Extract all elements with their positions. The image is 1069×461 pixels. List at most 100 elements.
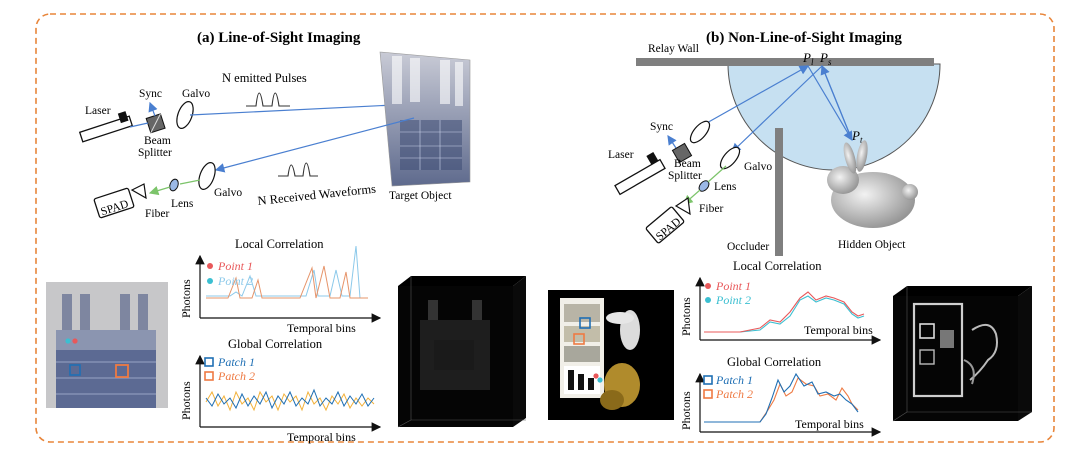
nlos-pt-label: Pt bbox=[851, 128, 863, 145]
los-lens-icon bbox=[169, 178, 179, 192]
los-local-chart bbox=[195, 245, 382, 323]
los-laser-icon bbox=[78, 111, 134, 143]
nlos-patch1-legend-box bbox=[703, 375, 713, 385]
los-emit-beam bbox=[129, 122, 149, 128]
los-galvo-bottom-icon bbox=[198, 162, 216, 190]
los-reconstruction-cube bbox=[397, 276, 526, 428]
nlos-beam-ps-pt bbox=[821, 65, 853, 141]
los-point2-legend-dot bbox=[207, 278, 213, 284]
nlos-galvo-top-icon bbox=[689, 120, 711, 144]
los-fiber-label: Fiber bbox=[145, 208, 169, 220]
los-local-ylabel: Photons bbox=[179, 279, 193, 318]
nlos-beam-label: Beam bbox=[674, 158, 701, 170]
los-target-object bbox=[379, 51, 471, 187]
los-spad-icon bbox=[93, 183, 147, 219]
nlos-point1-legend-dot bbox=[705, 283, 711, 289]
los-sync-arrow bbox=[148, 101, 158, 117]
los-local-xlabel: Temporal bins bbox=[287, 321, 356, 335]
los-emit-beam-2 bbox=[189, 99, 416, 116]
nlos-lens-label: Lens bbox=[714, 181, 737, 193]
los-target-label: Target Object bbox=[389, 190, 452, 202]
los-global-series-patch1 bbox=[205, 388, 375, 410]
nlos-hidden-object bbox=[827, 140, 918, 228]
nlos-ps-label: Ps bbox=[819, 50, 832, 67]
nlos-sync-label: Sync bbox=[650, 121, 673, 133]
nlos-pl-label: Pl bbox=[802, 50, 814, 67]
los-lens-label: Lens bbox=[171, 198, 194, 210]
nlos-local-title: Local Correlation bbox=[733, 259, 822, 273]
los-galvo-top-label: Galvo bbox=[182, 88, 210, 100]
nlos-local-series-point2 bbox=[704, 295, 865, 333]
los-green-arrow-2 bbox=[148, 185, 171, 196]
nlos-patch2-legend-box bbox=[703, 389, 713, 399]
nlos-photo-point1-marker bbox=[593, 373, 599, 379]
nlos-point1-legend: Point 1 bbox=[715, 279, 751, 293]
los-panel: (a) Line-of-Sight Imaging Laser Beam Spl… bbox=[46, 30, 526, 444]
los-local-title: Local Correlation bbox=[235, 237, 324, 251]
nlos-galvo-label: Galvo bbox=[744, 161, 772, 173]
nlos-galvo-bottom-icon bbox=[719, 146, 741, 170]
los-splitter-label: Splitter bbox=[138, 147, 172, 159]
los-received-waveforms bbox=[278, 162, 318, 177]
los-received-label: N Received Waveforms bbox=[257, 182, 377, 208]
los-return-beam bbox=[214, 117, 415, 173]
los-global-title: Global Correlation bbox=[228, 337, 323, 351]
los-patch2-legend: Patch 2 bbox=[217, 369, 255, 383]
los-local-series-point2 bbox=[206, 245, 368, 299]
nlos-photo-point2-marker bbox=[597, 377, 603, 383]
los-galvo-bottom-label: Galvo bbox=[214, 187, 242, 199]
nlos-patch1-legend: Patch 1 bbox=[715, 373, 753, 387]
nlos-fiber-label: Fiber bbox=[699, 203, 723, 215]
nlos-local-series-point1 bbox=[704, 291, 865, 333]
los-global-ylabel: Photons bbox=[179, 381, 193, 420]
nlos-global-xlabel: Temporal bins bbox=[795, 417, 864, 431]
nlos-panel: Relay Wall (b) Non-Line-of-Sight Imaging… bbox=[548, 30, 1032, 437]
nlos-beam-splitter-icon bbox=[671, 142, 693, 164]
los-emitted-pulses bbox=[246, 92, 290, 107]
nlos-global-series-patch1 bbox=[704, 372, 859, 423]
los-point1-legend-dot bbox=[207, 263, 213, 269]
nlos-sync-arrow bbox=[667, 135, 677, 149]
nlos-reconstruction-cube bbox=[892, 286, 1032, 422]
nlos-hidden-label: Hidden Object bbox=[838, 239, 906, 251]
los-photo-patch2-marker bbox=[115, 364, 129, 378]
nlos-photo-patch2-marker bbox=[573, 333, 585, 345]
los-global-chart bbox=[195, 354, 382, 432]
los-patch2-legend-box bbox=[204, 371, 214, 381]
nlos-local-xlabel: Temporal bins bbox=[804, 323, 873, 337]
los-patch1-legend-box bbox=[204, 357, 214, 367]
los-beam-splitter-icon bbox=[145, 113, 166, 134]
nlos-scene-photo bbox=[548, 290, 674, 420]
los-global-xlabel: Temporal bins bbox=[287, 430, 356, 444]
nlos-green-arrow bbox=[707, 165, 727, 183]
nlos-hidden-zone bbox=[727, 63, 941, 171]
los-patch1-legend: Patch 1 bbox=[217, 355, 255, 369]
los-emitted-label: N emitted Pulses bbox=[222, 71, 307, 85]
los-green-arrow bbox=[179, 179, 201, 185]
nlos-spad-icon bbox=[645, 196, 691, 244]
nlos-title: (b) Non-Line-of-Sight Imaging bbox=[706, 30, 902, 46]
los-photo-point2-marker bbox=[65, 338, 71, 344]
los-point1-legend: Point 1 bbox=[217, 259, 253, 273]
los-photo-point1-marker bbox=[72, 338, 78, 344]
nlos-point2-legend: Point 2 bbox=[715, 293, 751, 307]
nlos-local-chart bbox=[695, 276, 882, 345]
los-beam-label: Beam bbox=[144, 135, 171, 147]
los-laser-label: Laser bbox=[85, 105, 111, 117]
los-building-photo bbox=[46, 282, 168, 408]
nlos-global-chart bbox=[695, 372, 882, 437]
los-global-series-patch2 bbox=[205, 390, 375, 412]
nlos-beam-ps-galvo bbox=[731, 65, 823, 153]
nlos-global-title: Global Correlation bbox=[727, 355, 822, 369]
los-local-series-point1 bbox=[206, 265, 368, 299]
nlos-point2-legend-dot bbox=[705, 297, 711, 303]
nlos-laser-icon bbox=[614, 152, 666, 196]
nlos-occluder-label: Occluder bbox=[727, 241, 769, 253]
nlos-beam-pl-pt bbox=[807, 65, 853, 142]
nlos-relay-wall bbox=[636, 58, 934, 66]
los-point2-legend: Point 2 bbox=[217, 274, 253, 288]
nlos-occluder bbox=[775, 128, 783, 256]
figure-frame bbox=[35, 13, 1055, 443]
nlos-laser-label: Laser bbox=[608, 149, 634, 161]
